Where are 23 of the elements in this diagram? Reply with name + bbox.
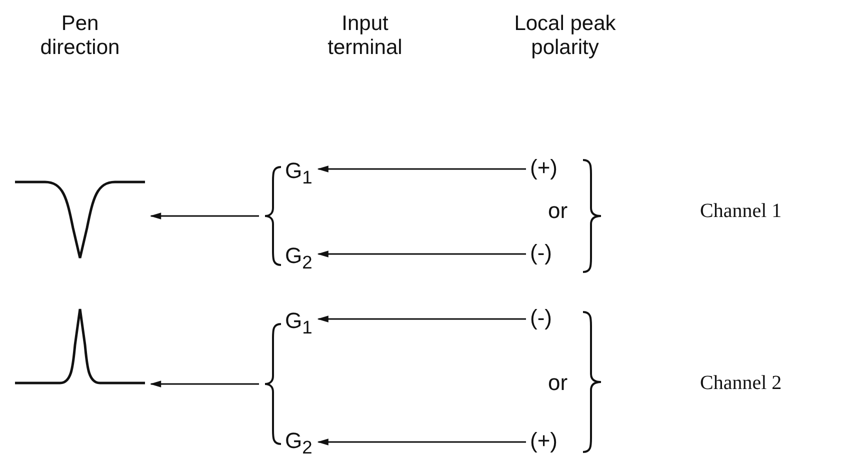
polarity-label: (-) (530, 305, 552, 333)
arrow (150, 380, 259, 388)
polarity-label: (+) (530, 428, 558, 456)
terminal-label: G$_{1}$ (285, 308, 312, 340)
curly-brace (263, 322, 283, 446)
or-label: or (548, 198, 568, 224)
polarity-label: (+) (530, 155, 558, 183)
terminal-label: G$_{2}$ (285, 428, 312, 460)
arrow (150, 212, 259, 220)
column-heading: Input terminal (326, 12, 404, 60)
arrow (317, 316, 526, 322)
arrow (317, 438, 526, 446)
channel-label: Channel 1 (700, 200, 782, 223)
channel-label: Channel 2 (700, 372, 782, 395)
column-heading: Local peak polarity (513, 12, 617, 60)
arrow (317, 250, 526, 258)
curly-brace (263, 165, 283, 267)
polarity-label: (-) (530, 240, 552, 268)
column-heading: Pen direction (39, 12, 121, 60)
arrow (317, 166, 526, 172)
or-label: or (548, 370, 568, 396)
terminal-label: G$_{2}$ (285, 243, 312, 275)
terminal-label: G$_{1}$ (285, 158, 312, 190)
